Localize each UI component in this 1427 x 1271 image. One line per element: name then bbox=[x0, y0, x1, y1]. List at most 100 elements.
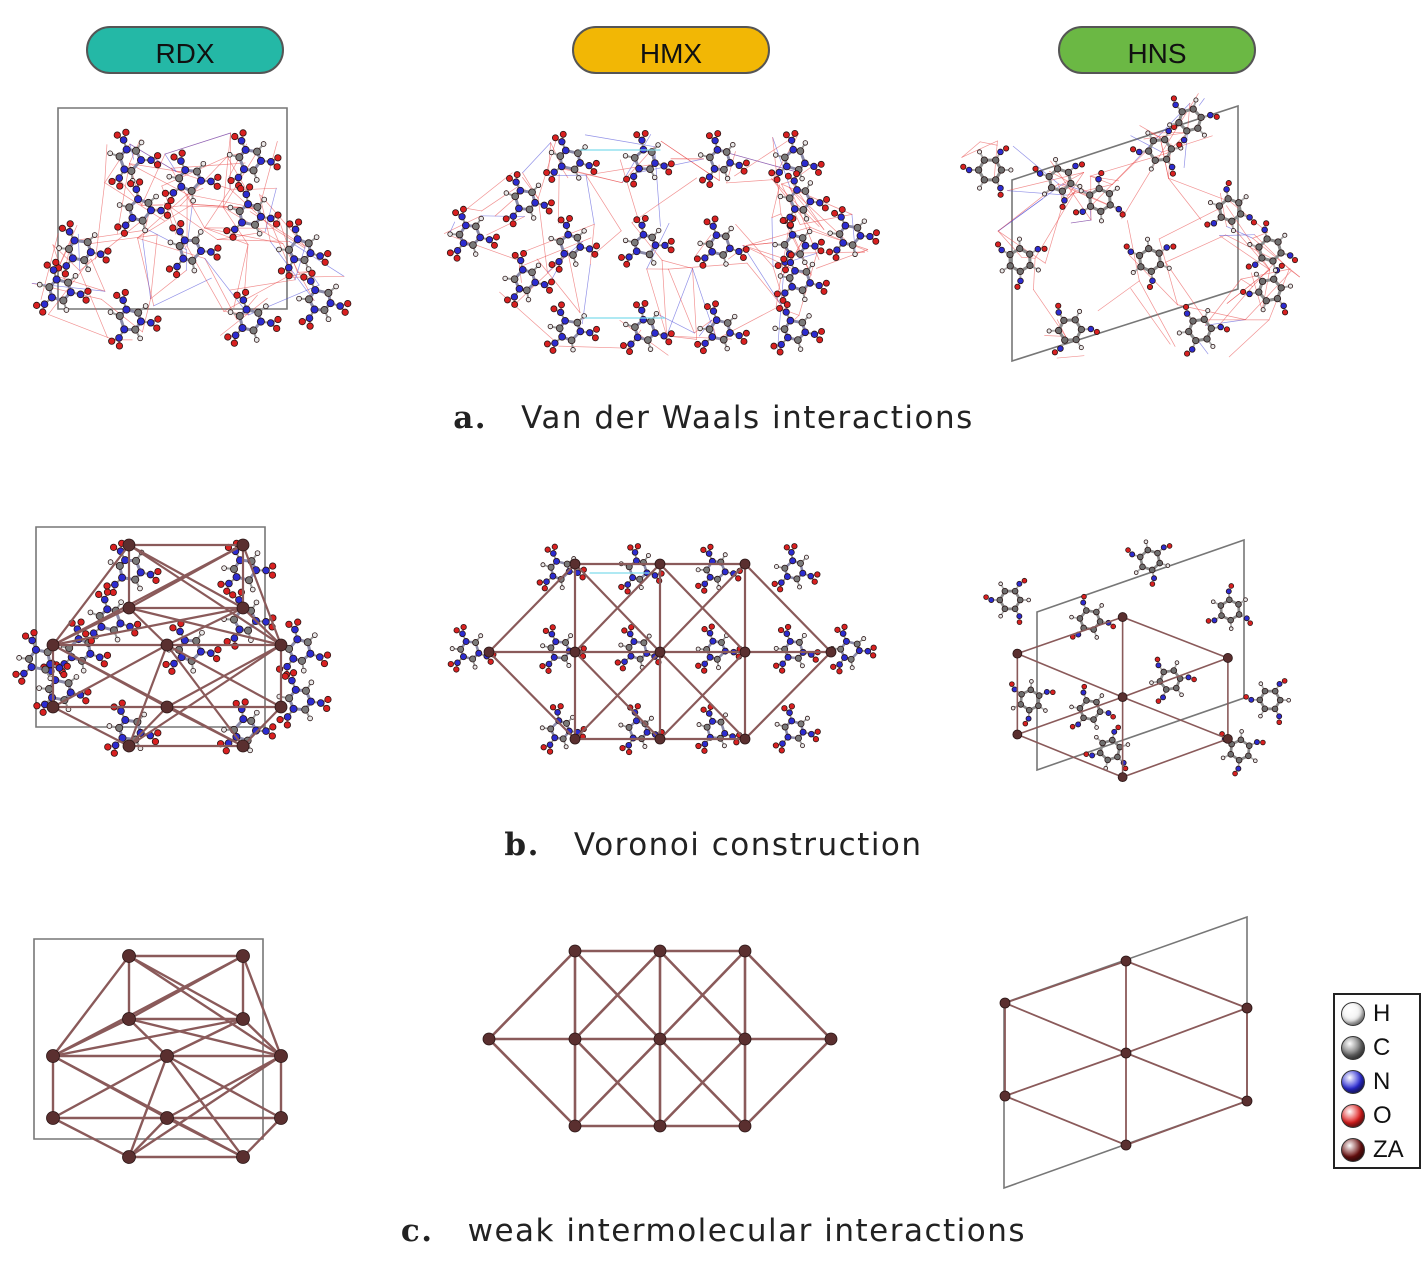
oxygen-atom bbox=[487, 658, 494, 665]
network-node bbox=[654, 646, 666, 658]
nitrogen-atom bbox=[512, 178, 520, 186]
nitrogen-atom bbox=[1207, 111, 1214, 119]
oxygen-atom bbox=[714, 130, 722, 137]
network-edge bbox=[573, 1037, 662, 1128]
nitrogen-atom bbox=[786, 637, 794, 645]
oxygen-atom bbox=[324, 695, 332, 704]
carbon-atom bbox=[64, 679, 73, 688]
hydrogen-atom bbox=[1008, 167, 1014, 173]
nitrogen-atom bbox=[709, 637, 717, 645]
hydrogen-atom bbox=[730, 142, 736, 148]
nitrogen-atom bbox=[1160, 544, 1167, 551]
oxygen-atom bbox=[321, 258, 329, 266]
hydrogen-atom bbox=[1149, 680, 1154, 685]
carbon-atom bbox=[573, 318, 582, 327]
oxygen-atom bbox=[787, 251, 795, 259]
oxygen-atom bbox=[1191, 676, 1197, 683]
hydrogen-atom bbox=[167, 239, 174, 246]
hydrogen-atom bbox=[449, 646, 455, 652]
nitrogen-atom bbox=[316, 252, 324, 260]
nitrogen-atom bbox=[40, 300, 49, 309]
oxygen-atom bbox=[870, 644, 877, 651]
carbon-atom bbox=[1016, 596, 1024, 604]
nitrogen-atom bbox=[856, 231, 865, 240]
hydrogen-atom bbox=[977, 185, 983, 191]
vdw-contact-line bbox=[216, 239, 290, 242]
carbon-atom bbox=[574, 149, 582, 158]
oxygen-atom bbox=[701, 667, 708, 674]
oxygen-atom bbox=[460, 623, 467, 631]
carbon-atom bbox=[187, 186, 196, 195]
nitrogen-atom bbox=[627, 340, 635, 348]
nitrogen-atom bbox=[540, 281, 549, 289]
network-edge bbox=[51, 954, 131, 1058]
hydrogen-atom bbox=[1167, 122, 1173, 128]
nitrogen-atom bbox=[121, 221, 130, 230]
hydrogen-atom bbox=[254, 709, 260, 716]
za-ball-icon bbox=[1341, 1138, 1365, 1162]
nitrogen-atom bbox=[1087, 325, 1095, 333]
hydrogen-atom bbox=[261, 196, 268, 203]
oxygen-atom bbox=[620, 342, 627, 350]
carbon-atom bbox=[793, 575, 801, 583]
carbon-atom bbox=[992, 176, 1000, 184]
carbon-atom bbox=[1093, 698, 1100, 706]
oxygen-atom bbox=[701, 747, 708, 754]
nitrogen-atom bbox=[786, 213, 794, 221]
carbon-atom bbox=[115, 723, 124, 732]
carbon-atom bbox=[645, 250, 654, 259]
hydrogen-atom bbox=[651, 260, 657, 266]
nitrogen-atom bbox=[721, 568, 729, 576]
vdw-contact-line bbox=[150, 269, 187, 300]
carbon-atom bbox=[297, 656, 306, 665]
oxygen-atom bbox=[286, 220, 294, 228]
nitrogen-atom bbox=[476, 233, 484, 242]
oxygen-atom bbox=[742, 329, 750, 337]
carbon-atom bbox=[247, 716, 256, 725]
oxygen-atom bbox=[120, 229, 129, 237]
carbon-atom bbox=[1237, 736, 1245, 744]
hydrogen-atom bbox=[797, 346, 804, 352]
oxygen-atom bbox=[783, 301, 791, 309]
nitrogen-atom bbox=[1080, 599, 1087, 606]
nitrogen-atom bbox=[1016, 580, 1023, 587]
network-node bbox=[122, 739, 136, 753]
nitrogen-atom bbox=[119, 296, 127, 304]
hydrogen-atom bbox=[1210, 599, 1216, 604]
oxygen-atom bbox=[621, 627, 628, 634]
nitrogen-atom bbox=[625, 253, 633, 261]
caption-a-tag: a. bbox=[453, 400, 488, 436]
network-node bbox=[1117, 612, 1128, 622]
hydrogen-atom bbox=[622, 153, 629, 159]
network-edge bbox=[658, 562, 747, 654]
network-node bbox=[825, 646, 837, 658]
vdw-contact-line bbox=[1240, 268, 1291, 280]
vdw-contact-line bbox=[486, 216, 525, 236]
oxygen-atom bbox=[1081, 683, 1088, 690]
nitrogen-atom bbox=[837, 213, 845, 221]
carbon-atom bbox=[1271, 687, 1279, 695]
hydrogen-atom bbox=[472, 664, 478, 670]
carbon-atom bbox=[1072, 335, 1080, 344]
hydrogen-atom bbox=[1148, 166, 1154, 172]
carbon-atom bbox=[1203, 335, 1211, 343]
nitrogen-atom bbox=[68, 254, 77, 263]
nitrogen-atom bbox=[632, 717, 640, 725]
hydrogen-atom bbox=[227, 204, 234, 211]
carbon-atom bbox=[127, 166, 136, 175]
nitrogen-atom bbox=[551, 734, 559, 742]
oxygen-atom bbox=[548, 278, 555, 286]
carbon-atom bbox=[132, 556, 141, 565]
network-node bbox=[1012, 648, 1023, 659]
carbon-atom bbox=[235, 311, 244, 320]
oxygen-atom bbox=[536, 579, 543, 586]
carbon-atom bbox=[303, 638, 312, 647]
nitrogen-atom bbox=[638, 306, 646, 314]
carbon-atom bbox=[996, 596, 1004, 604]
vdw-contact-line bbox=[1033, 257, 1036, 290]
nitrogen-atom bbox=[306, 249, 315, 258]
carbon-atom bbox=[249, 326, 258, 335]
hydrogen-atom bbox=[804, 715, 810, 721]
oxygen-atom bbox=[100, 660, 108, 668]
caption-c-tag: c. bbox=[400, 1213, 434, 1249]
